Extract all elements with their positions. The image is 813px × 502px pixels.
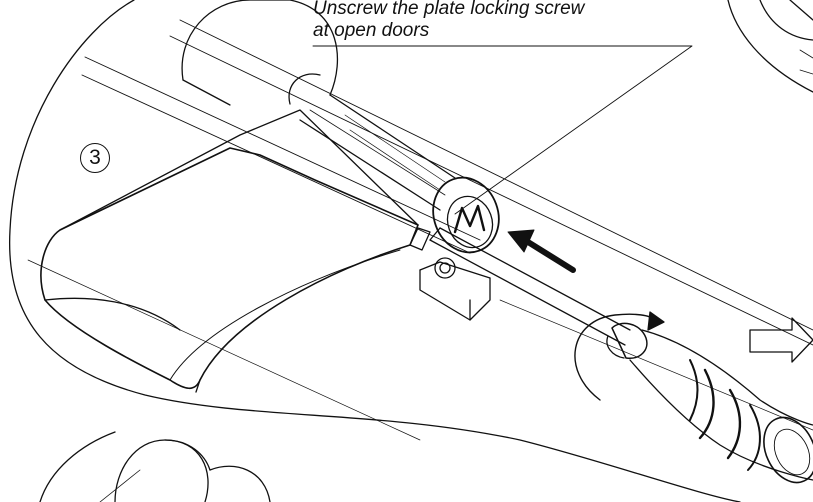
caption-line-1: Unscrew the plate locking screw [313,0,585,19]
callout-leader-line [312,45,693,215]
hinge-end-cap [432,176,500,254]
m-logo-icon [453,204,486,234]
outline-arrow-icon [749,317,813,363]
screwdriver [429,227,813,484]
arrow-icon [507,229,576,273]
detail-outline [8,0,741,502]
mounting-base [419,257,491,321]
door-frame-rails [27,19,813,441]
lower-hinge-detail [39,431,271,502]
step-number-badge: 3 [80,143,110,173]
instruction-caption: Unscrew the plate locking screw at open … [313,0,584,42]
hinge-leaf [40,109,431,393]
rotate-icon [574,311,665,401]
detail-magnifier [727,0,813,93]
caption-line-2: at open doors [313,20,430,41]
hinge-barrel [181,0,456,211]
